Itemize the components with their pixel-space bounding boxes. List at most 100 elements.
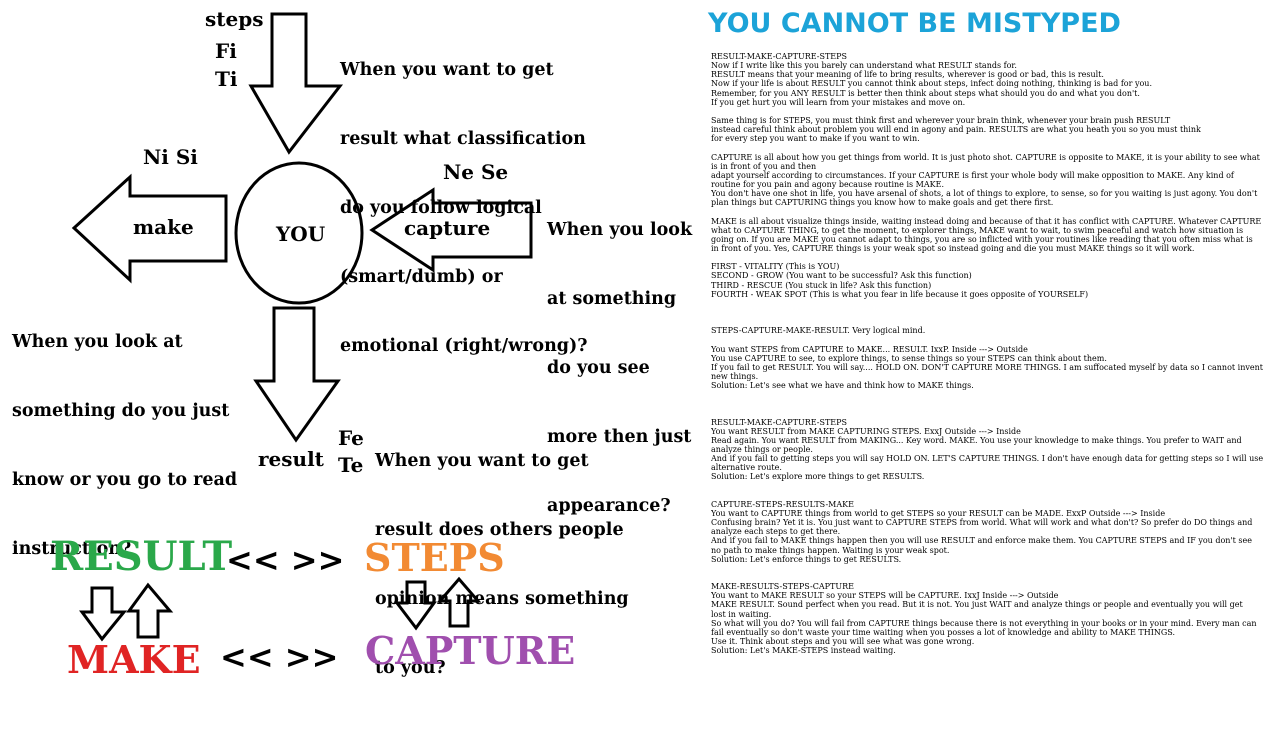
panel-title: YOU CANNOT BE MISTYPED [708, 8, 1121, 39]
paragraph-gap [711, 482, 1267, 491]
panel-text-line: Same thing is for STEPS, you must think … [711, 115, 1171, 125]
paragraph-gap [711, 390, 1267, 399]
question-line: opinion means something [375, 589, 629, 609]
panel-text-line: You want STEPS from CAPTURE to MAKE... R… [711, 344, 1028, 354]
panel-text-line: If you get hurt you will learn from your… [711, 97, 966, 107]
panel-text-line: for every step you want to make if you w… [711, 134, 920, 144]
panel-text-line: what to CAPTURE THING, to get the moment… [711, 225, 1244, 235]
question-line: When you look at [12, 332, 183, 352]
panel-text-line: going on. If you are MAKE you cannot ada… [711, 234, 1253, 244]
question-line: When you want to get [375, 451, 589, 471]
question-line: do you follow logical [340, 198, 542, 218]
panel-text-line: alternative route. [711, 463, 782, 473]
paragraph-gap [711, 408, 1267, 417]
panel-text-line: plan things but CAPTURING things you kno… [711, 198, 1054, 208]
panel-text-line: RESULT-MAKE-CAPTURE-STEPS [711, 417, 847, 427]
panel-text-line: no path to make things happen. Waiting i… [711, 545, 950, 555]
legend-result: RESULT [50, 533, 233, 580]
left-arrow-icon [71, 173, 228, 284]
panel-text-line: And if you fail to getting steps you wil… [711, 454, 1264, 464]
right-arrow-label: capture [404, 216, 491, 240]
panel-text-line: You want to CAPTURE things from world to… [711, 509, 1166, 519]
panel-text-line: So what will you do? You will fail from … [711, 618, 1257, 628]
top-question: When you want to get result what classif… [340, 13, 588, 381]
panel-text-line: MAKE-RESULTS-STEPS-CAPTURE [711, 582, 854, 592]
bottom-function-1: Fe [338, 426, 364, 450]
question-line: appearance? [547, 496, 671, 516]
question-line: (smart/dumb) or [340, 267, 503, 287]
panel-text-line: lost in waiting. [711, 609, 772, 619]
panel-text-line: in front of you. Yes, CAPTURE things is … [711, 243, 1195, 253]
panel-text-line: You use CAPTURE to see, to explore thing… [711, 353, 1107, 363]
panel-text-line: STEPS-CAPTURE-MAKE-RESULT. Very logical … [711, 326, 926, 336]
question-line: to you? [375, 658, 446, 678]
panel-text-line: new things. [711, 371, 759, 381]
panel-text-line: RESULT-MAKE-CAPTURE-STEPS [711, 52, 847, 61]
panel-text-line: CAPTURE is all about how you get things … [711, 152, 1260, 162]
panel-text-line: routine for you pain and agony because r… [711, 179, 944, 189]
question-line: result does others people [375, 520, 624, 540]
paragraph-gap [711, 491, 1267, 500]
panel-text-line: Use it. Think about steps and you will s… [711, 637, 975, 646]
panel-text-line: And if you fail to MAKE things happen th… [711, 536, 1252, 546]
right-functions: Ne Se [443, 160, 509, 184]
question-line: emotional (right/wrong)? [340, 336, 588, 356]
paragraph-gap [711, 253, 1267, 262]
panel-text-line: SECOND - GROW (You want to be successful… [711, 271, 972, 281]
paragraph-gap [711, 564, 1267, 573]
legend-capture: CAPTURE [365, 628, 576, 673]
panel-text-line: You don't have one shot in life, you hav… [711, 189, 1258, 199]
question-line: more then just [547, 427, 692, 447]
panel-text-line: FOURTH - WEAK SPOT (This is what you fea… [711, 289, 1089, 299]
question-line: something do you just [12, 401, 230, 421]
question-line: at something [547, 289, 677, 309]
panel-text-line: Remember, for you ANY RESULT is better t… [711, 88, 1140, 98]
panel-text-line: Confusing brain? Yet it is. You just wan… [711, 518, 1253, 528]
question-line: instruction? [12, 539, 132, 559]
up-arrow-icon [436, 576, 482, 628]
paragraph-gap [711, 207, 1267, 216]
panel-text-line: Solution: Let's see what we have and thi… [711, 381, 974, 391]
paragraph-gap [711, 573, 1267, 582]
paragraph-gap [711, 143, 1267, 152]
you-circle [234, 161, 364, 305]
question-line: When you look [547, 220, 693, 240]
question-line: do you see [547, 358, 650, 378]
question-line: know or you go to read [12, 470, 238, 490]
paragraph-gap [711, 107, 1267, 116]
panel-text-line: Now if I write like this you barely can … [711, 61, 1017, 71]
down-arrow-icon [248, 12, 344, 155]
panel-text-line: MAKE RESULT. Sound perfect when you read… [711, 600, 1243, 610]
legend-steps: STEPS [364, 535, 505, 580]
bottom-function-2: Te [338, 453, 364, 477]
legend-make: MAKE [67, 637, 201, 682]
down-arrow-icon [79, 586, 128, 642]
down-arrow-icon [253, 306, 341, 443]
left-functions: Ni Si [143, 145, 198, 169]
panel-text-line: Now if your life is about RESULT you can… [711, 79, 1152, 89]
panel-text-line: FIRST - VITALITY (This is YOU) [711, 262, 840, 272]
paragraph-gap [711, 317, 1267, 326]
panel-text-line: is in front of you and then [711, 161, 817, 171]
panel-text-line: You want to MAKE RESULT so your STEPS wi… [711, 591, 1059, 601]
paragraph-gap [711, 308, 1267, 317]
question-line: When you want to get [340, 60, 554, 80]
left-question: When you look at something do you just k… [12, 285, 237, 584]
panel-text-line: Read again. You want RESULT from MAKING.… [711, 435, 1242, 445]
left-arrow-icon [369, 187, 533, 273]
panel-text-line: RESULT means that your meaning of life t… [711, 70, 1104, 80]
legend-connector-top: << >> [226, 541, 345, 579]
question-line: result what classification [340, 129, 586, 149]
top-arrow-label: steps [205, 7, 264, 31]
center-label: YOU [276, 222, 326, 246]
panel-text-line: MAKE is all about visualize things insid… [711, 216, 1262, 226]
panel-text-line: analyze each steps to get there. [711, 527, 841, 537]
panel-text-line: Solution: Let's MAKE-STEPS instead waiti… [711, 646, 896, 656]
panel-text-line: CAPTURE-STEPS-RESULTS-MAKE [711, 499, 854, 509]
panel-text-line: Solution: Let's enforce things to get RE… [711, 554, 902, 564]
panel-text-line: instead careful think about problem you … [711, 125, 1201, 135]
right-question: When you look at something do you see mo… [547, 173, 692, 541]
panel-text-line: You want RESULT from MAKE CAPTURING STEP… [711, 426, 1021, 436]
